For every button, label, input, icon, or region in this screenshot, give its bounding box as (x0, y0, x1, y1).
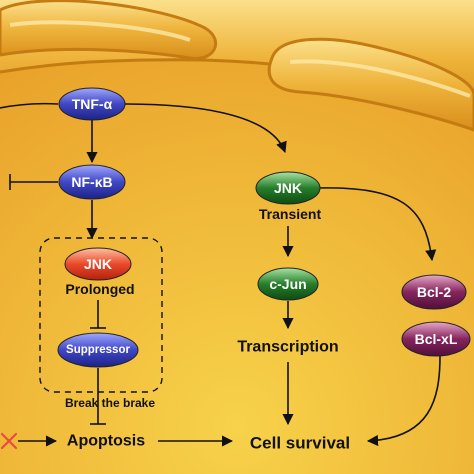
svg-text:Bcl-2: Bcl-2 (417, 284, 451, 300)
label-transcription: Transcription (237, 339, 338, 356)
node-bclxl: Bcl-xL (401, 321, 471, 357)
svg-text:c-Jun: c-Jun (269, 276, 306, 292)
edge-jnk-right-to-bcl2 (314, 187, 437, 262)
svg-text:Suppressor: Suppressor (66, 344, 130, 356)
label-apoptosis: Apoptosis (67, 433, 145, 450)
svg-text:NF-κB: NF-κB (71, 174, 112, 190)
edge-tnf-to-jnk-right (123, 103, 287, 154)
node-tnf: TNF-α (58, 87, 126, 121)
svg-text:JNK: JNK (274, 180, 302, 196)
edge-left-to-tnf (0, 102, 59, 109)
node-jnk-right: JNK (255, 171, 321, 205)
svg-text:JNK: JNK (84, 256, 112, 272)
label-break-the-brake: Break the brake (65, 396, 155, 410)
node-bcl2: Bcl-2 (401, 274, 467, 310)
prolonged-jnk-box (39, 237, 163, 393)
organelle-right (267, 37, 474, 132)
label-cell-survival: Cell survival (250, 434, 350, 453)
svg-text:TNF-α: TNF-α (72, 96, 113, 112)
label-prolonged: Prolonged (65, 281, 134, 297)
svg-text:Bcl-xL: Bcl-xL (415, 331, 458, 347)
node-cjun: c-Jun (257, 267, 319, 301)
organelle-left (0, 0, 218, 60)
node-suppressor: Suppressor (57, 332, 139, 368)
node-jnk-left: JNK (64, 247, 132, 281)
edge-bclxl-to-survival (366, 355, 441, 447)
node-nfkb: NF-κB (58, 164, 126, 200)
blocked-x-icon (0, 432, 18, 450)
edges (0, 102, 441, 447)
label-transient: Transient (259, 206, 322, 222)
